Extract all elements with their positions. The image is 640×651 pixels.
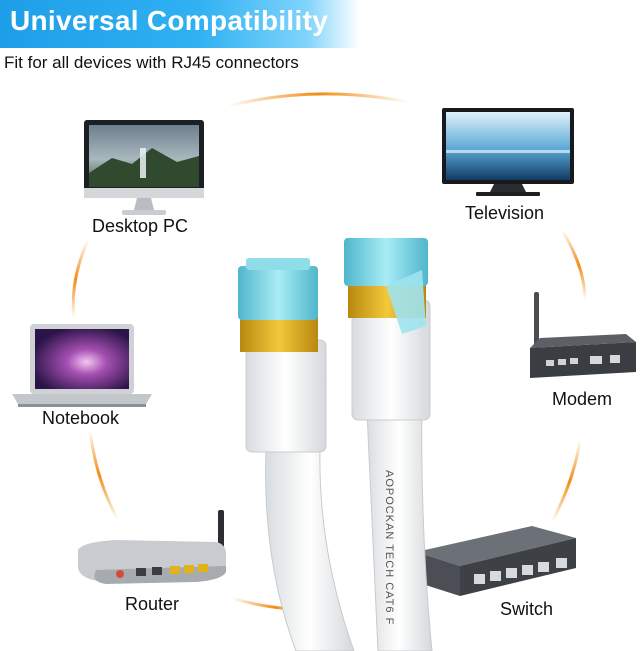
notebook-icon — [12, 324, 152, 407]
device-label-notebook: Notebook — [42, 408, 120, 428]
header-banner: Universal Compatibility — [0, 0, 360, 48]
device-label-router: Router — [125, 594, 180, 614]
modem-icon — [530, 292, 636, 378]
router-icon — [78, 510, 226, 584]
banner-title: Universal Compatibility — [10, 5, 329, 36]
device-label-switch: Switch — [500, 599, 554, 619]
desktop-pc-icon — [84, 120, 204, 215]
television-icon — [442, 108, 574, 196]
banner-subtitle: Fit for all devices with RJ45 connectors — [4, 53, 299, 72]
ethernet-cable: AOPOCKAN TECH CAT6 F — [238, 238, 433, 651]
device-label-desktop-pc: Desktop PC — [92, 216, 189, 236]
device-label-modem: Modem — [552, 389, 613, 409]
cable-print-text: AOPOCKAN TECH CAT6 F — [383, 470, 395, 625]
switch-icon — [416, 526, 576, 596]
device-label-television: Television — [465, 203, 545, 223]
